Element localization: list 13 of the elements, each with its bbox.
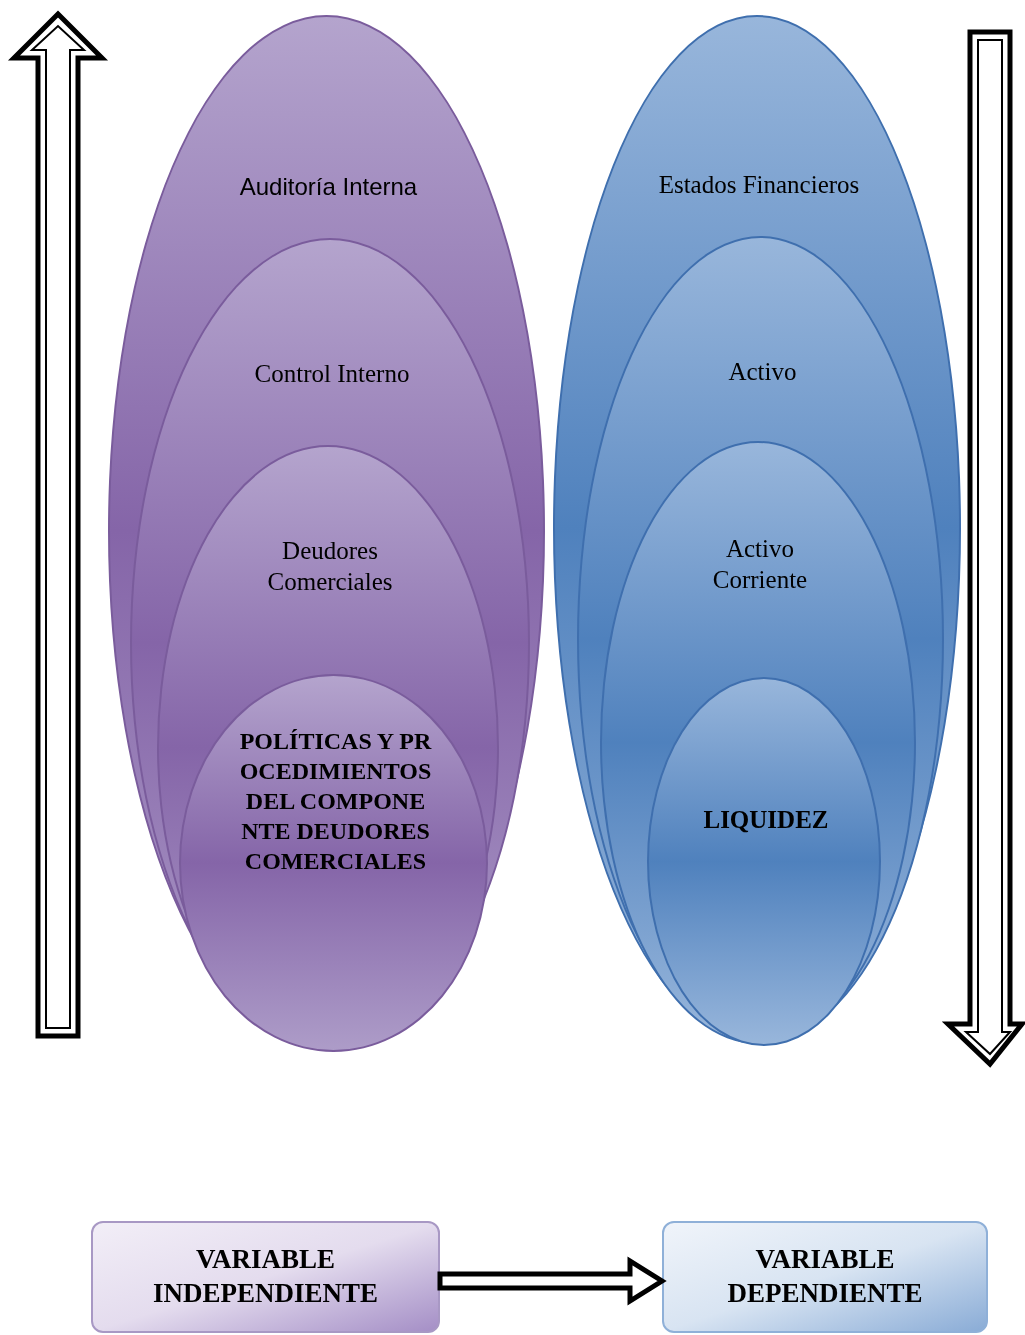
ellipse-label: VARIABLE INDEPENDIENTE — [151, 1243, 379, 1310]
ellipse-label: POLÍTICAS Y PROCEDIMIENTOS DEL COMPONENTE DEUDORES COMERCIALES — [238, 727, 433, 876]
ellipse-label: Auditoría Interna — [238, 172, 419, 202]
ellipse-label: Activo — [727, 357, 798, 387]
ellipse-label: Control Interno — [253, 359, 411, 389]
ellipse-label: Deudores Comerciales — [266, 536, 394, 598]
ellipse-label: Estados Financieros — [657, 170, 861, 200]
ellipse-label: LIQUIDEZ — [702, 805, 830, 835]
variable-box — [662, 1221, 988, 1333]
ellipse-label: Activo Corriente — [711, 534, 809, 596]
ellipse-label: VARIABLE DEPENDIENTE — [726, 1243, 924, 1310]
block-arrow — [437, 1256, 667, 1306]
variable-box — [91, 1221, 440, 1333]
